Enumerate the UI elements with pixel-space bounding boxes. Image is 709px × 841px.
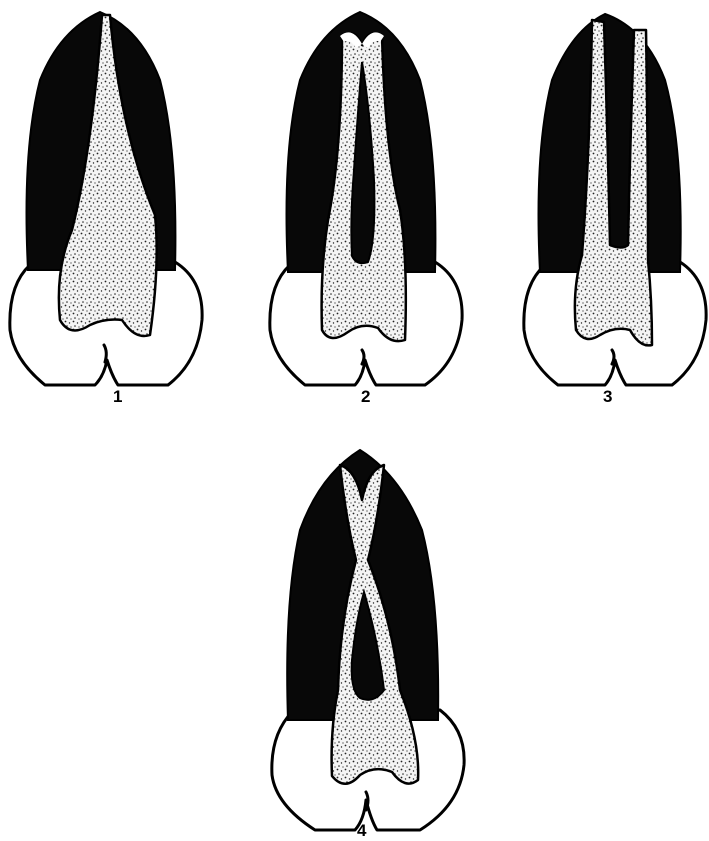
- tooth-figure-2: [270, 12, 462, 385]
- tooth-figure-1: [10, 12, 202, 385]
- tooth-figure-3: [524, 14, 706, 385]
- figure-label-1: 1: [113, 388, 122, 405]
- tooth-figure-4: [272, 450, 464, 830]
- figure-label-2: 2: [361, 388, 370, 405]
- figure-label-3: 3: [603, 388, 612, 405]
- figure-label-4: 4: [357, 822, 366, 839]
